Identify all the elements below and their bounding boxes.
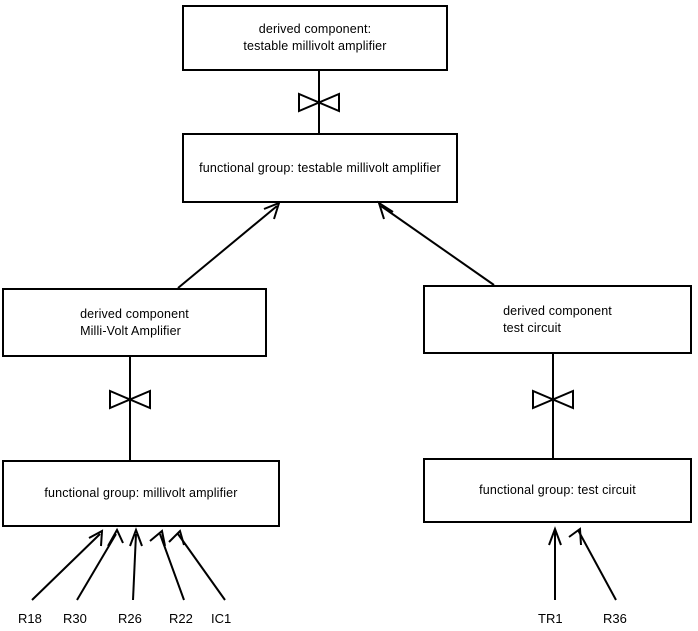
node-right-functional-group-label: functional group: test circuit	[479, 483, 636, 497]
node-left-functional-group-label: functional group: millivolt amplifier	[44, 486, 238, 500]
node-right-functional-group[interactable]: functional group: test circuit	[423, 458, 692, 523]
leaf-label-r26[interactable]: R26	[118, 611, 142, 626]
shaft-R30	[76, 533, 117, 601]
shaft-right-derived-to-fg	[380, 205, 495, 286]
node-right-derived-component-label: derived component test circuit	[503, 303, 612, 335]
node-top-derived-component[interactable]: derived component: testable millivolt am…	[182, 5, 448, 71]
leaf-label-r22[interactable]: R22	[169, 611, 193, 626]
node-top-derived-component-label: derived component: testable millivolt am…	[243, 22, 387, 53]
leaf-label-tr1[interactable]: TR1	[538, 611, 563, 626]
leaf-label-ic1[interactable]: IC1	[211, 611, 232, 626]
node-right-derived-component[interactable]: derived component test circuit	[423, 285, 692, 354]
arrowhead-TR1	[548, 526, 562, 546]
arrowhead-R30	[107, 527, 124, 547]
leaf-label-r30[interactable]: R30	[63, 611, 87, 626]
node-left-derived-component[interactable]: derived component Milli-Volt Amplifier	[2, 288, 267, 357]
arrowhead-IC1	[168, 529, 185, 546]
bowtie-top-icon	[298, 92, 340, 113]
shaft-R18	[31, 533, 101, 601]
arrowhead-left-derived-to-fg	[263, 201, 281, 220]
bowtie-right-icon	[532, 389, 574, 410]
arrowhead-R18	[88, 529, 104, 547]
shaft-IC1	[177, 533, 226, 601]
shaft-R26	[132, 533, 137, 601]
arrowhead-R36	[568, 527, 582, 546]
node-left-derived-component-label: derived component Milli-Volt Amplifier	[80, 306, 189, 338]
leaf-label-r36[interactable]: R36	[603, 611, 627, 626]
node-top-functional-group[interactable]: functional group: testable millivolt amp…	[182, 133, 458, 203]
leaf-label-r18[interactable]: R18	[18, 611, 42, 626]
shaft-left-derived-to-fg	[177, 205, 278, 289]
arrowhead-R26	[129, 527, 143, 547]
node-left-functional-group[interactable]: functional group: millivolt amplifier	[2, 460, 280, 527]
arrowhead-right-derived-to-fg	[377, 200, 394, 220]
shaft-R36	[577, 529, 617, 601]
shaft-R22	[159, 533, 185, 601]
arrowhead-R22	[149, 529, 166, 547]
bowtie-left-icon	[109, 389, 151, 410]
node-top-functional-group-label: functional group: testable millivolt amp…	[199, 160, 441, 175]
